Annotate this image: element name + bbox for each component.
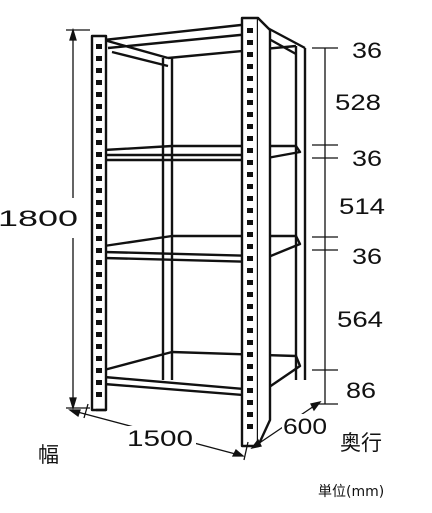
dim-bottom-clearance: 86	[346, 378, 376, 403]
dim-top-cap: 36	[352, 38, 382, 63]
slot-hole	[247, 244, 253, 249]
slot-hole	[96, 248, 102, 253]
slot-hole	[96, 392, 102, 397]
slot-hole	[247, 160, 253, 165]
slot-hole	[247, 292, 253, 297]
slot-hole	[247, 316, 253, 321]
slot-hole	[247, 112, 253, 117]
slot-hole	[247, 64, 253, 69]
slot-hole	[96, 272, 102, 277]
slot-hole	[96, 212, 102, 217]
slot-hole	[96, 104, 102, 109]
slot-hole	[96, 320, 102, 325]
slot-hole	[96, 200, 102, 205]
slot-hole	[247, 184, 253, 189]
width-label-text: 1500	[127, 426, 193, 451]
dim-shelf-3-thickness: 36	[352, 244, 382, 269]
unit-label: 単位(mm)	[318, 484, 384, 500]
slot-hole	[247, 232, 253, 237]
slot-hole	[247, 400, 253, 405]
front-left-post	[90, 34, 108, 412]
slot-hole	[96, 236, 102, 241]
slot-hole	[96, 152, 102, 157]
slot-hole	[247, 304, 253, 309]
slot-hole	[247, 280, 253, 285]
width-label-backdrop	[124, 426, 196, 452]
slot-hole	[247, 256, 253, 261]
height-label: 1800	[0, 206, 78, 231]
slot-hole	[96, 44, 102, 49]
right-dimension-labels: 36 528 36 514 36 564 86	[335, 38, 385, 403]
slot-hole	[96, 224, 102, 229]
slot-hole	[96, 68, 102, 73]
slot-hole	[247, 76, 253, 81]
slot-hole	[96, 56, 102, 61]
slot-hole	[247, 412, 253, 417]
slot-hole	[96, 128, 102, 133]
slot-hole	[247, 148, 253, 153]
slot-hole	[96, 344, 102, 349]
slot-hole	[96, 368, 102, 373]
top-frame	[103, 22, 306, 68]
dim-lower-gap: 564	[337, 307, 383, 332]
slot-hole	[96, 188, 102, 193]
left-post-holes	[96, 44, 102, 397]
slot-hole	[247, 124, 253, 129]
dim-shelf-2-thickness: 36	[352, 146, 382, 171]
slot-hole	[247, 100, 253, 105]
front-right-post	[240, 16, 272, 448]
slot-hole	[96, 140, 102, 145]
depth-caption: 奥行	[340, 431, 382, 455]
slot-hole	[247, 268, 253, 273]
slot-hole	[96, 308, 102, 313]
slot-hole	[247, 196, 253, 201]
height-dimension	[66, 27, 90, 411]
right-post-holes	[247, 28, 253, 429]
back-right-post	[294, 46, 307, 380]
slot-hole	[247, 424, 253, 429]
slot-hole	[96, 284, 102, 289]
dim-middle-gap: 514	[339, 194, 385, 219]
slot-hole	[247, 40, 253, 45]
slot-hole	[96, 116, 102, 121]
slot-hole	[96, 332, 102, 337]
depth-label-backdrop	[282, 414, 330, 438]
shelf-unit	[90, 16, 307, 448]
dim-upper-gap: 528	[335, 90, 381, 115]
slot-hole	[247, 208, 253, 213]
depth-label: 600	[283, 414, 327, 439]
slot-hole	[247, 28, 253, 33]
slot-hole	[96, 260, 102, 265]
slot-hole	[96, 92, 102, 97]
slot-hole	[247, 88, 253, 93]
slot-hole	[247, 340, 253, 345]
slot-hole	[247, 52, 253, 57]
slot-hole	[247, 364, 253, 369]
slot-hole	[247, 328, 253, 333]
slot-hole	[96, 164, 102, 169]
slot-hole	[247, 376, 253, 381]
slot-hole	[96, 80, 102, 85]
slot-hole	[96, 380, 102, 385]
back-left-post	[161, 58, 174, 380]
slot-hole	[247, 352, 253, 357]
slot-hole	[247, 388, 253, 393]
slot-hole	[247, 136, 253, 141]
slot-hole	[247, 172, 253, 177]
slot-hole	[247, 220, 253, 225]
slot-hole	[96, 296, 102, 301]
slot-hole	[96, 356, 102, 361]
width-caption: 幅	[38, 443, 59, 467]
slot-hole	[96, 176, 102, 181]
right-dimension-chain	[312, 47, 338, 405]
